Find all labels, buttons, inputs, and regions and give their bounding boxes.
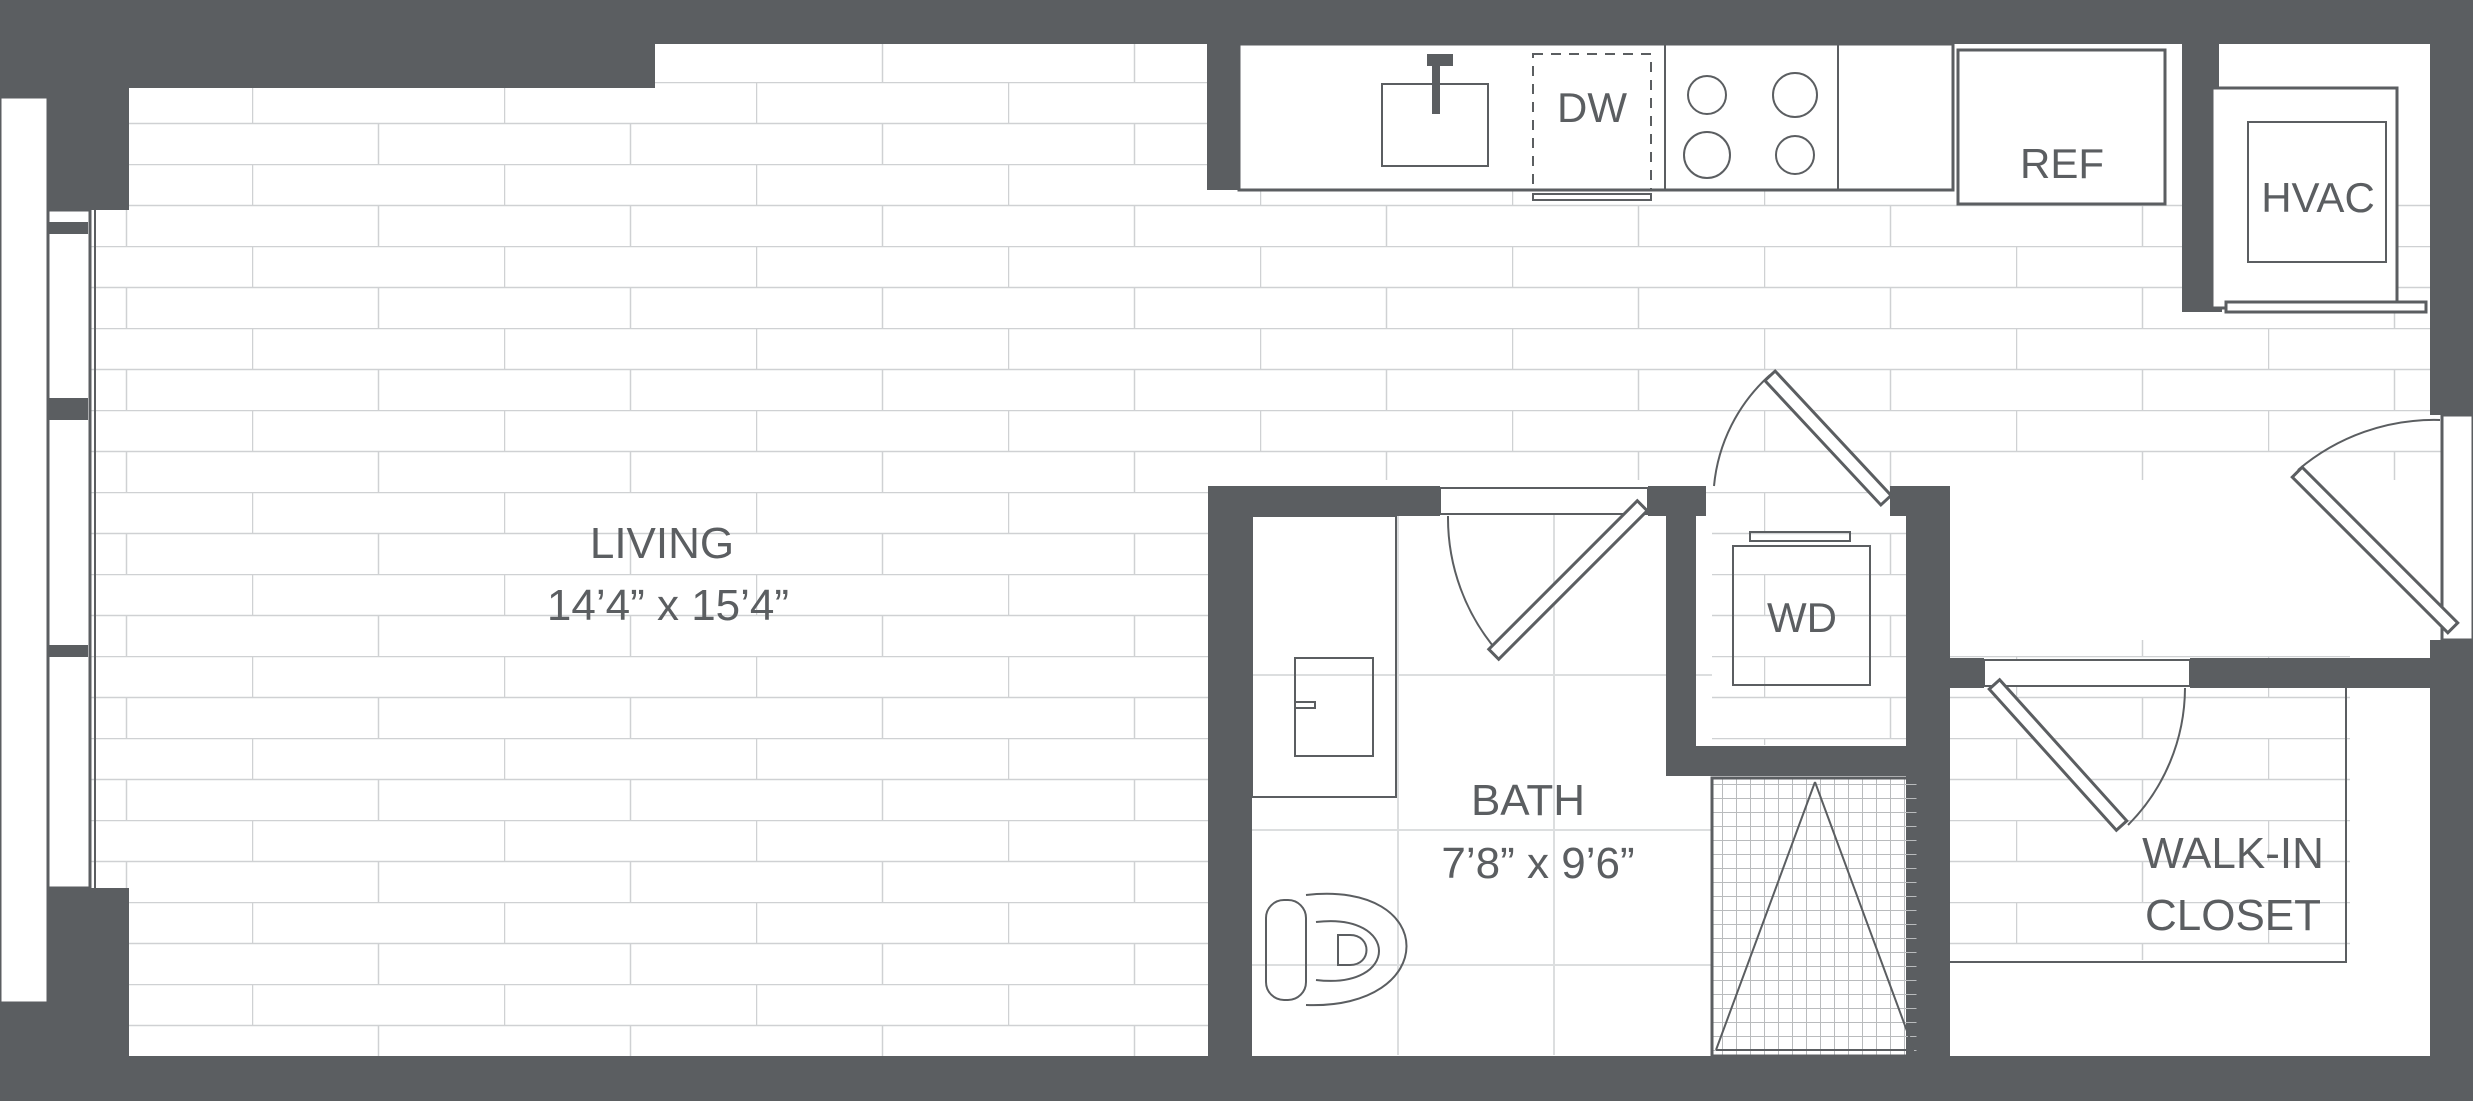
closet-door[interactable]: [1987, 677, 2129, 833]
living-label: LIVING: [590, 519, 734, 568]
dishwasher: [1532, 53, 1652, 191]
closet-door-swing: [2127, 687, 2186, 826]
living-dims: 14’4” x 15’4”: [547, 581, 789, 630]
bath-room: BATH 7’8” x 9’6”: [1251, 487, 1920, 1058]
walk-in-closet: WALK-IN CLOSET: [1950, 659, 2347, 963]
dishwasher-label: DW: [1557, 84, 1627, 131]
refrigerator-label: REF: [2020, 140, 2104, 187]
bath-label: BATH: [1471, 776, 1585, 825]
hvac-closet: HVAC: [2210, 86, 2428, 314]
cooktop: [1683, 72, 1818, 179]
refrigerator: [1956, 48, 2167, 206]
bath-dims: 7’8” x 9’6”: [1441, 839, 1634, 888]
kitchen: DW REF: [1237, 42, 2167, 206]
bath-tile-floor: [1252, 515, 1712, 1055]
shower-drain-lines: [1715, 781, 1915, 1051]
closet-label-line2: CLOSET: [2145, 891, 2321, 940]
vanity: [1251, 515, 1397, 798]
hvac-door[interactable]: [2224, 300, 2428, 314]
shower: [1710, 776, 1920, 1058]
living-window: [0, 95, 96, 1005]
entry-door[interactable]: [2290, 465, 2460, 635]
laundry-closet: WD: [1713, 368, 1894, 686]
bath-door[interactable]: [1486, 498, 1650, 662]
entry-door-swing: [2297, 418, 2441, 471]
hvac-label: HVAC: [2261, 174, 2375, 221]
entry: [2290, 413, 2473, 642]
washer-dryer-label: WD: [1767, 594, 1837, 641]
toilet: [1265, 892, 1408, 1007]
laundry-door[interactable]: [1762, 368, 1894, 508]
bath-door-swing: [1446, 515, 1499, 653]
closet-label-line1: WALK-IN: [2142, 829, 2324, 878]
washer-dryer: [1732, 545, 1871, 686]
closet-shelf: [1950, 688, 2347, 963]
kitchen-counter: [1237, 42, 1955, 192]
living-room: LIVING 14’4” x 15’4”: [547, 519, 789, 630]
hvac-unit: [2247, 121, 2387, 263]
laundry-door-swing: [1713, 374, 1771, 487]
